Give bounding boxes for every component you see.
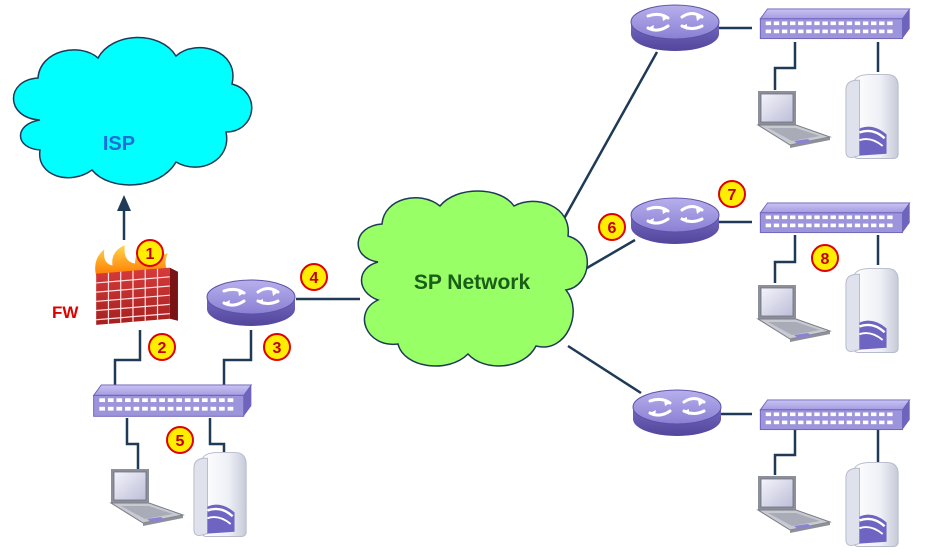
badge-6: 6 — [598, 213, 626, 241]
link-router-switch — [222, 330, 253, 385]
router-icon — [630, 4, 720, 53]
switch-icon — [759, 202, 911, 234]
link-sp-router-bottom — [567, 344, 642, 395]
link-sp-router-top — [559, 51, 659, 225]
svg-text:2: 2 — [158, 340, 167, 357]
server-icon — [844, 461, 900, 548]
firewall-icon — [94, 244, 179, 326]
svg-text:7: 7 — [728, 187, 737, 204]
badge-2: 2 — [148, 333, 176, 361]
isp-cloud: ISP — [12, 36, 253, 186]
switch-icon — [93, 384, 252, 417]
server-icon — [192, 451, 248, 538]
link-switch-laptop-mid — [773, 235, 797, 283]
link-switch-laptop-top — [773, 42, 797, 90]
switch-icon — [759, 8, 911, 40]
svg-text:6: 6 — [608, 220, 617, 237]
link-sp-router-mid — [579, 238, 636, 274]
firewall: FW — [52, 244, 179, 326]
sp-network-cloud: SP Network — [357, 190, 588, 367]
svg-text:5: 5 — [176, 433, 185, 450]
router-icon — [630, 197, 720, 246]
badge-5: 5 — [166, 426, 194, 454]
svg-text:1: 1 — [146, 246, 155, 263]
switch-icon — [759, 399, 911, 431]
badge-4: 4 — [300, 263, 328, 291]
badge-8: 8 — [811, 244, 839, 272]
svg-text:4: 4 — [310, 270, 319, 287]
svg-text:8: 8 — [821, 251, 830, 268]
laptop-icon — [757, 284, 831, 343]
arrow-head-up — [117, 195, 131, 211]
cloud-icon — [357, 190, 588, 367]
router-icon — [206, 279, 296, 328]
badge-3: 3 — [263, 333, 291, 361]
firewall-label: FW — [52, 303, 79, 322]
server-icon — [844, 73, 900, 160]
server-icon — [844, 267, 900, 354]
laptop-icon — [757, 90, 831, 149]
laptop-icon — [110, 468, 184, 527]
isp-label: ISP — [103, 133, 135, 155]
router-icon — [632, 389, 722, 438]
link-firewall-switch — [113, 330, 142, 385]
network-links — [113, 26, 880, 475]
link-switch-laptop-bottom — [773, 430, 797, 475]
svg-text:3: 3 — [273, 340, 282, 357]
badge-7: 7 — [718, 180, 746, 208]
cloud-icon — [12, 36, 253, 186]
link-switch-server-left — [208, 418, 226, 455]
badge-1: 1 — [136, 239, 164, 267]
laptop-icon — [757, 475, 831, 534]
sp-network-label: SP Network — [414, 271, 531, 294]
link-switch-laptop-left — [125, 418, 140, 470]
